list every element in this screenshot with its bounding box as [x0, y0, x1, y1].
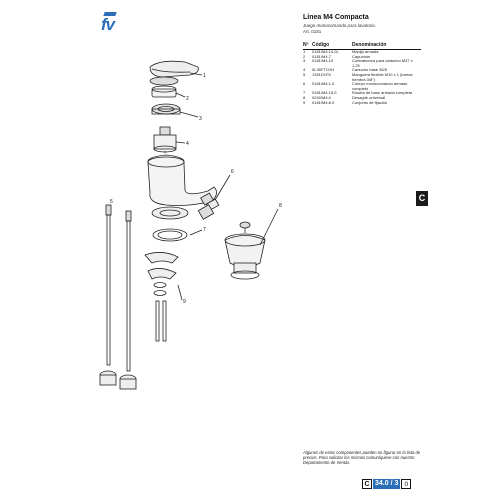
table-row: 4 0L35FT1OH Cartucho base 35/5 — [303, 68, 421, 73]
column-header-description: Denominación — [352, 42, 421, 50]
row-number: 4 — [303, 67, 306, 73]
row-code: 0181/M4.7 — [312, 53, 331, 59]
row-number: 3 — [303, 58, 306, 64]
callout-1: 1 — [203, 73, 206, 79]
row-code: 0181/M4.15.0 — [312, 90, 337, 96]
parts-table-body: 1 0181/M4.14.0L Manija armada 2 0181/M4.7 Cap… — [303, 49, 421, 106]
document-subtitle: Juego monocomando para lavatorio. — [303, 23, 377, 28]
callout-5a: 5 — [110, 199, 113, 205]
row-description: Manguera flexible M10 x 1 (tuerca hembra… — [352, 71, 413, 82]
row-number: 9 — [303, 99, 306, 105]
row-code: 0181/M4.8.0 — [312, 99, 335, 105]
parts-table: Nº Código Denominación 1 0181/M4.14.0L Man… — [303, 42, 421, 105]
table-row: 8 0240/M4.0 Desagüe universal — [303, 94, 421, 101]
table-row: 2 0181/M4.7 Capuchón — [303, 53, 421, 60]
row-number: 5 — [303, 71, 306, 77]
callout-4: 4 — [186, 141, 189, 147]
table-row: 1 0181/M4.14.0L Manija armada — [303, 49, 421, 55]
callout-3: 3 — [199, 116, 202, 122]
table-row: 3 0181/M4.10 Contratuerca para cartucho M3… — [303, 58, 421, 68]
callout-7: 7 — [203, 227, 206, 233]
brand-logo: fv — [101, 15, 115, 34]
table-header-row: Nº Código Denominación — [303, 42, 421, 50]
callout-8: 8 — [279, 203, 282, 209]
row-description: Cuerpo monocomando armado completo — [352, 81, 408, 91]
row-description: Manija armada — [352, 49, 379, 54]
article-number: Art. 0181 — [303, 29, 322, 34]
row-code: 1351D1FK — [312, 71, 332, 77]
document-header: Línea M4 Compacta Juego monocomando para… — [303, 14, 423, 34]
document-title: Línea M4 Compacta — [303, 14, 369, 21]
callout-6: 6 — [231, 169, 234, 175]
row-code: 0181/M4.10 — [312, 58, 334, 64]
table-row: 7 0181/M4.15.0 Roseta de base armada compl… — [303, 91, 421, 96]
exploded-view-drawing: 1 2 3 4 5 6 7 8 9 — [99, 60, 282, 390]
table-row: 6 0181/M4.1.0 Cuerpo monocomando armado co… — [303, 81, 421, 91]
section-tab: C — [416, 191, 428, 206]
row-number: 2 — [303, 53, 306, 59]
column-header-code: Código — [312, 42, 352, 50]
page-ref-number: 34.0 / 3 — [373, 479, 401, 489]
table-row: 5 1351D1FK Manguera flexible M10 x 1 (tuer… — [303, 71, 421, 82]
row-description: Desagüe universal — [352, 94, 386, 100]
row-description: Contratuerca para cartucho M37 x 1,25 — [352, 58, 413, 68]
callout-2: 2 — [186, 96, 189, 102]
row-description: Conjunto de fijación — [352, 99, 388, 105]
row-code: 0181/M4.14.0L — [312, 49, 339, 54]
row-description: Roseta de base armada completa — [352, 90, 413, 96]
row-code: 0240/M4.0 — [312, 94, 331, 100]
row-number: 7 — [303, 90, 306, 96]
row-number: 1 — [303, 49, 306, 54]
column-header-number: Nº — [303, 42, 312, 50]
row-description: Capuchón — [352, 53, 371, 59]
page-ref-section: C — [362, 479, 372, 489]
table-row: 9 0181/M4.8.0 Conjunto de fijación — [303, 99, 421, 106]
row-description: Cartucho base 35/5 — [352, 67, 387, 73]
row-code: 0L35FT1OH — [312, 67, 335, 73]
footer-note: Algunos de estos componentes pueden no f… — [303, 450, 421, 465]
page-ref-suffix: 0 — [401, 479, 412, 489]
row-number: 6 — [303, 81, 306, 87]
row-number: 8 — [303, 94, 306, 100]
callout-9: 9 — [183, 299, 186, 305]
row-code: 0181/M4.1.0 — [312, 81, 335, 87]
page-reference: C 34.0 / 3 0 — [362, 479, 412, 489]
